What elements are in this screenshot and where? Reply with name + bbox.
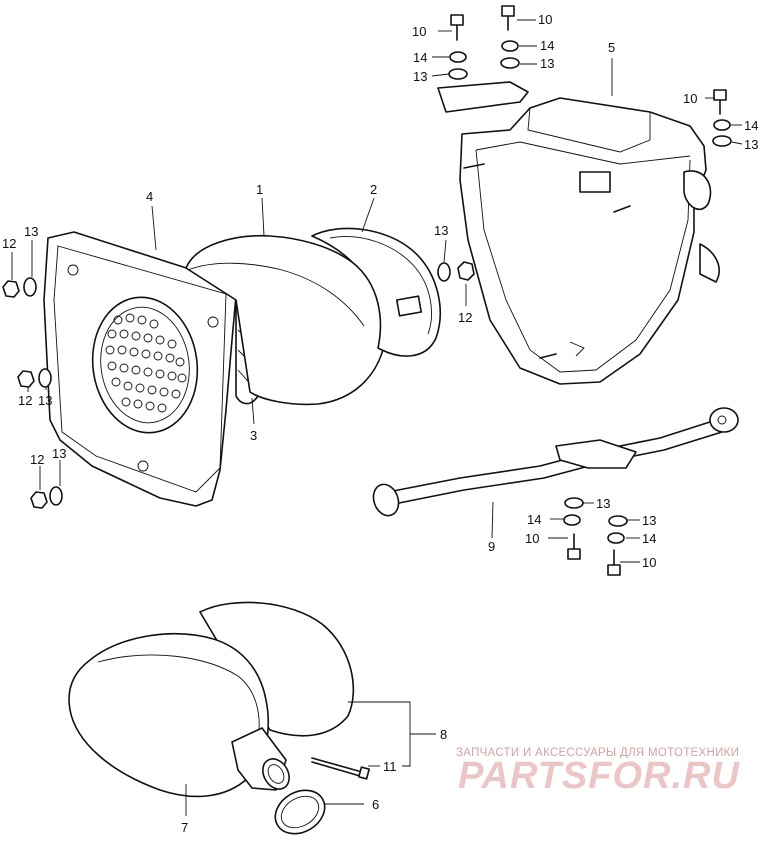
watermark: ЗАПЧАСТИ И АКСЕССУАРЫ ДЛЯ МОТОТЕХНИКИ PA… — [456, 747, 740, 797]
washer-icon — [608, 515, 628, 527]
fasteners — [2, 5, 732, 576]
callout-13: 13 — [540, 56, 554, 71]
callout-13: 13 — [642, 513, 656, 528]
lock-washer-icon — [713, 119, 731, 131]
bolt-icon — [567, 533, 581, 560]
washer-icon — [49, 486, 63, 506]
callout-10: 10 — [683, 91, 697, 106]
bolt-icon — [450, 14, 464, 41]
callout-labels: 10 10 14 14 13 13 5 10 14 13 4 1 2 13 12… — [2, 12, 758, 835]
callout-14: 14 — [527, 512, 541, 527]
lock-washer-icon — [607, 532, 625, 544]
bolt-icon — [713, 89, 727, 115]
watermark-brand: PARTSFOR.RU — [458, 755, 740, 797]
callout-10: 10 — [538, 12, 552, 27]
callout-13: 13 — [52, 446, 66, 461]
nut-icon — [457, 261, 475, 281]
part-6-o-ring — [274, 789, 326, 835]
part-2-gasket — [311, 227, 441, 357]
bolt-icon — [607, 549, 621, 576]
callout-12: 12 — [458, 310, 472, 325]
callout-10: 10 — [525, 531, 539, 546]
callout-13: 13 — [744, 137, 758, 152]
callout-13: 13 — [413, 69, 427, 84]
callout-11: 11 — [383, 759, 397, 774]
callout-10: 10 — [642, 555, 656, 570]
callout-2: 2 — [370, 182, 377, 197]
lock-washer-icon — [563, 514, 581, 526]
callout-1: 1 — [256, 182, 263, 197]
callout-7: 7 — [181, 820, 188, 835]
callout-14: 14 — [642, 531, 656, 546]
washer-icon — [500, 57, 520, 69]
callout-12: 12 — [30, 452, 44, 467]
callout-13: 13 — [24, 224, 38, 239]
part-9-stay-bracket — [372, 407, 739, 517]
callout-10: 10 — [412, 24, 426, 39]
part-5-case — [437, 81, 720, 385]
callout-12: 12 — [2, 236, 16, 251]
washer-icon — [38, 368, 52, 388]
leader-lines — [11, 19, 743, 816]
watermark-tagline: ЗАПЧАСТИ И АКСЕССУАРЫ ДЛЯ МОТОТЕХНИКИ — [456, 747, 739, 759]
callout-13: 13 — [434, 223, 448, 238]
callout-6: 6 — [372, 797, 379, 812]
lock-washer-icon — [449, 51, 467, 63]
washer-icon — [448, 68, 468, 80]
callout-8: 8 — [440, 727, 447, 742]
washer-icon — [23, 277, 37, 297]
washer-icon — [564, 497, 584, 509]
nut-icon — [2, 280, 20, 298]
washer-icon — [712, 135, 732, 147]
callout-3: 3 — [250, 428, 257, 443]
callout-12: 12 — [18, 393, 32, 408]
callout-4: 4 — [146, 189, 153, 204]
callout-13: 13 — [38, 393, 52, 408]
part-7-cover — [68, 601, 355, 798]
callout-14: 14 — [413, 50, 427, 65]
callout-14: 14 — [744, 118, 758, 133]
lock-washer-icon — [501, 40, 519, 52]
nut-icon — [30, 491, 48, 509]
part-4-cover-plate — [43, 231, 237, 507]
callout-5: 5 — [608, 40, 615, 55]
nut-icon — [17, 370, 35, 388]
callout-9: 9 — [488, 539, 495, 554]
callout-13: 13 — [596, 496, 610, 511]
callout-14: 14 — [540, 38, 554, 53]
part-11-screw — [311, 757, 370, 780]
bolt-icon — [501, 5, 515, 31]
washer-icon — [437, 262, 451, 282]
